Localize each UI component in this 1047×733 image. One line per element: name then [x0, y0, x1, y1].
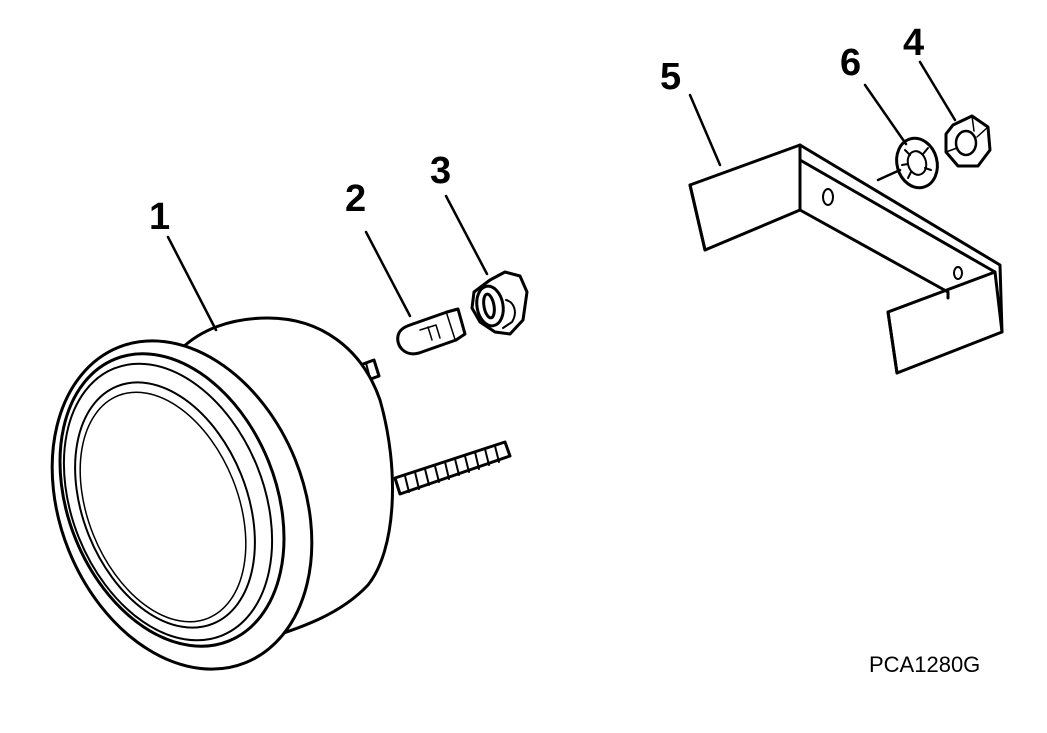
- callout-2: 2: [345, 178, 367, 220]
- callout-1: 1: [149, 196, 171, 238]
- lock-washer: [895, 136, 939, 190]
- bulb: [396, 307, 467, 356]
- callout-6: 6: [840, 42, 862, 84]
- glass-face: [74, 381, 256, 629]
- leader-line-3: [444, 194, 489, 276]
- gauge-housing: [50, 316, 512, 671]
- leader-lines: [166, 60, 957, 332]
- leader-line-1: [166, 235, 218, 332]
- figure-code: PCA1280G: [869, 652, 981, 677]
- bezel-ring-inner: [62, 362, 274, 642]
- leader-line-4: [918, 60, 957, 122]
- leader-line-6: [863, 83, 908, 146]
- callout-4: 4: [903, 22, 925, 64]
- glass-face-rim: [79, 391, 247, 623]
- bulb-socket: [470, 270, 529, 336]
- hex-nut: [944, 114, 992, 168]
- leader-line-2: [364, 230, 412, 318]
- mounting-bracket: [688, 143, 1004, 375]
- leader-line-5: [688, 93, 722, 167]
- leader-line-washer: [876, 168, 902, 182]
- callout-5: 5: [660, 56, 682, 98]
- bracket-hole: [822, 188, 834, 206]
- long-threaded-stud: [393, 440, 512, 496]
- callout-3: 3: [430, 150, 452, 192]
- bezel-ring: [58, 352, 286, 648]
- bracket-hole: [953, 266, 963, 280]
